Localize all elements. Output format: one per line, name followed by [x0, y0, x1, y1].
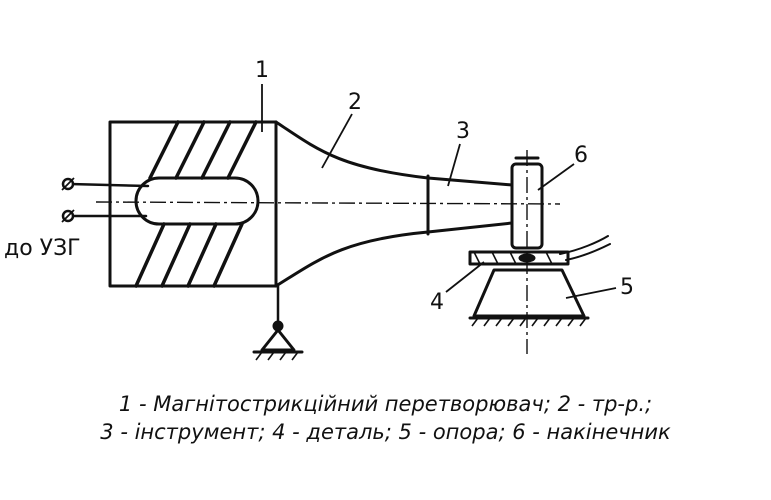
transducer-block [108, 120, 278, 288]
transducer-core [134, 176, 260, 226]
leader-6 [537, 163, 575, 191]
support-base [472, 268, 586, 318]
leader-3 [447, 143, 461, 187]
contact-zone [518, 253, 536, 263]
transformer-horn-top [274, 120, 430, 180]
transducer-winding [134, 120, 258, 288]
caption-line-1: 1 - Магнітострикційний перетворювач; 2 -… [118, 392, 653, 416]
label-4: 4 [430, 290, 444, 315]
transformer-horn-bottom [274, 230, 430, 288]
abrasive-feed-tube [559, 235, 611, 261]
label-3: 3 [456, 119, 470, 144]
label-5: 5 [620, 275, 634, 300]
caption-line-2: 3 - інструмент; 4 - деталь; 5 - опора; 6… [100, 420, 671, 444]
generator-label: до УЗГ [4, 236, 81, 261]
main-axis [95, 201, 561, 205]
label-1: 1 [255, 58, 269, 83]
workpiece [468, 250, 570, 266]
hinge-triangle [260, 328, 296, 352]
label-2: 2 [348, 90, 362, 115]
leader-5 [565, 287, 617, 299]
label-6: 6 [574, 143, 588, 168]
leader-2 [321, 113, 353, 169]
leader-4 [445, 261, 485, 293]
lead-wire-upper [68, 182, 150, 188]
ground-hatching [255, 251, 587, 361]
tool-outline [426, 176, 514, 234]
hinge-pin [272, 320, 284, 332]
